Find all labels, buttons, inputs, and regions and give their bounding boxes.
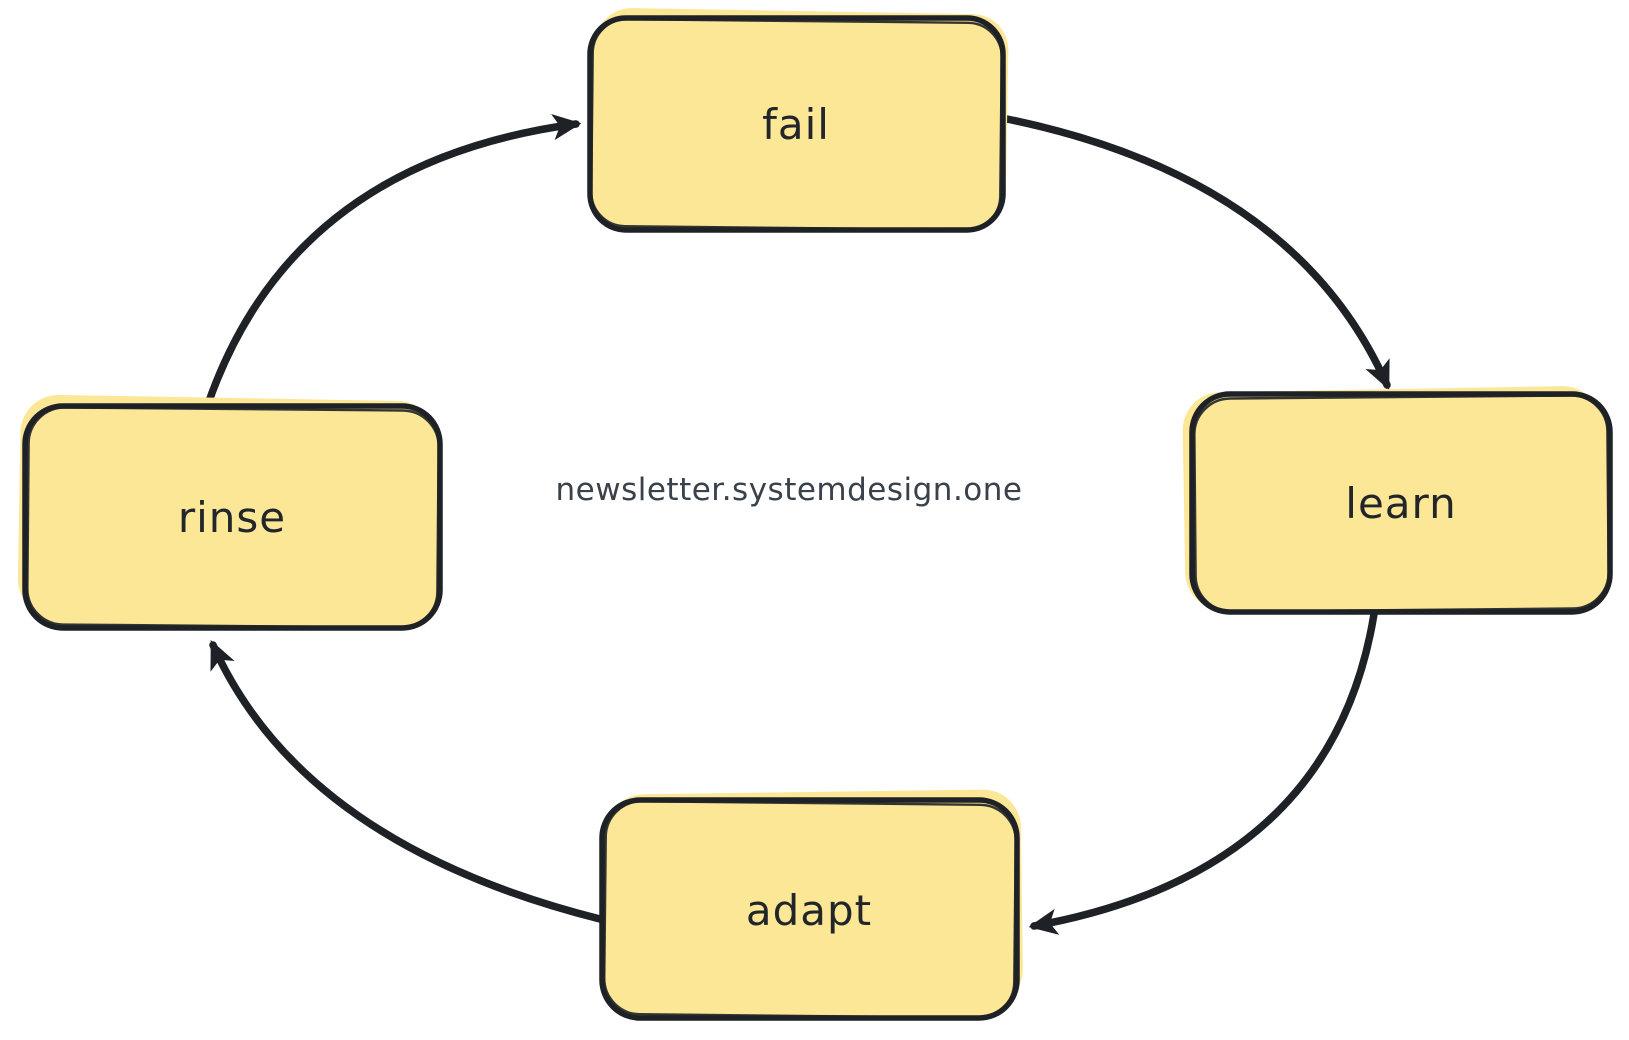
edge-rinse-to-fail <box>204 114 582 408</box>
node-fail: fail <box>587 8 1009 233</box>
node-learn: learn <box>1182 386 1613 615</box>
node-fail-box <box>587 15 1006 233</box>
node-learn-box <box>1189 391 1613 615</box>
node-fail-label: fail <box>762 100 830 149</box>
node-rinse: rinse <box>17 394 443 631</box>
edge-learn-to-adapt <box>1028 610 1378 935</box>
node-learn-label: learn <box>1345 479 1456 528</box>
watermark-text: newsletter.systemdesign.one <box>556 472 1023 508</box>
node-adapt: adapt <box>599 789 1023 1021</box>
edge-group <box>204 114 1391 935</box>
node-adapt-sketch-line <box>603 800 1017 1019</box>
node-adapt-box <box>599 797 1020 1021</box>
node-rinse-box <box>22 403 443 631</box>
node-learn-sketch-line <box>1193 394 1610 613</box>
node-adapt-label: adapt <box>746 886 872 935</box>
edge-adapt-to-rinse <box>209 639 604 923</box>
node-rinse-sketch-line <box>26 406 440 629</box>
node-rinse-label: rinse <box>178 493 286 542</box>
edge-fail-to-learn <box>1003 115 1391 391</box>
node-fail-sketch-line <box>590 18 1003 231</box>
